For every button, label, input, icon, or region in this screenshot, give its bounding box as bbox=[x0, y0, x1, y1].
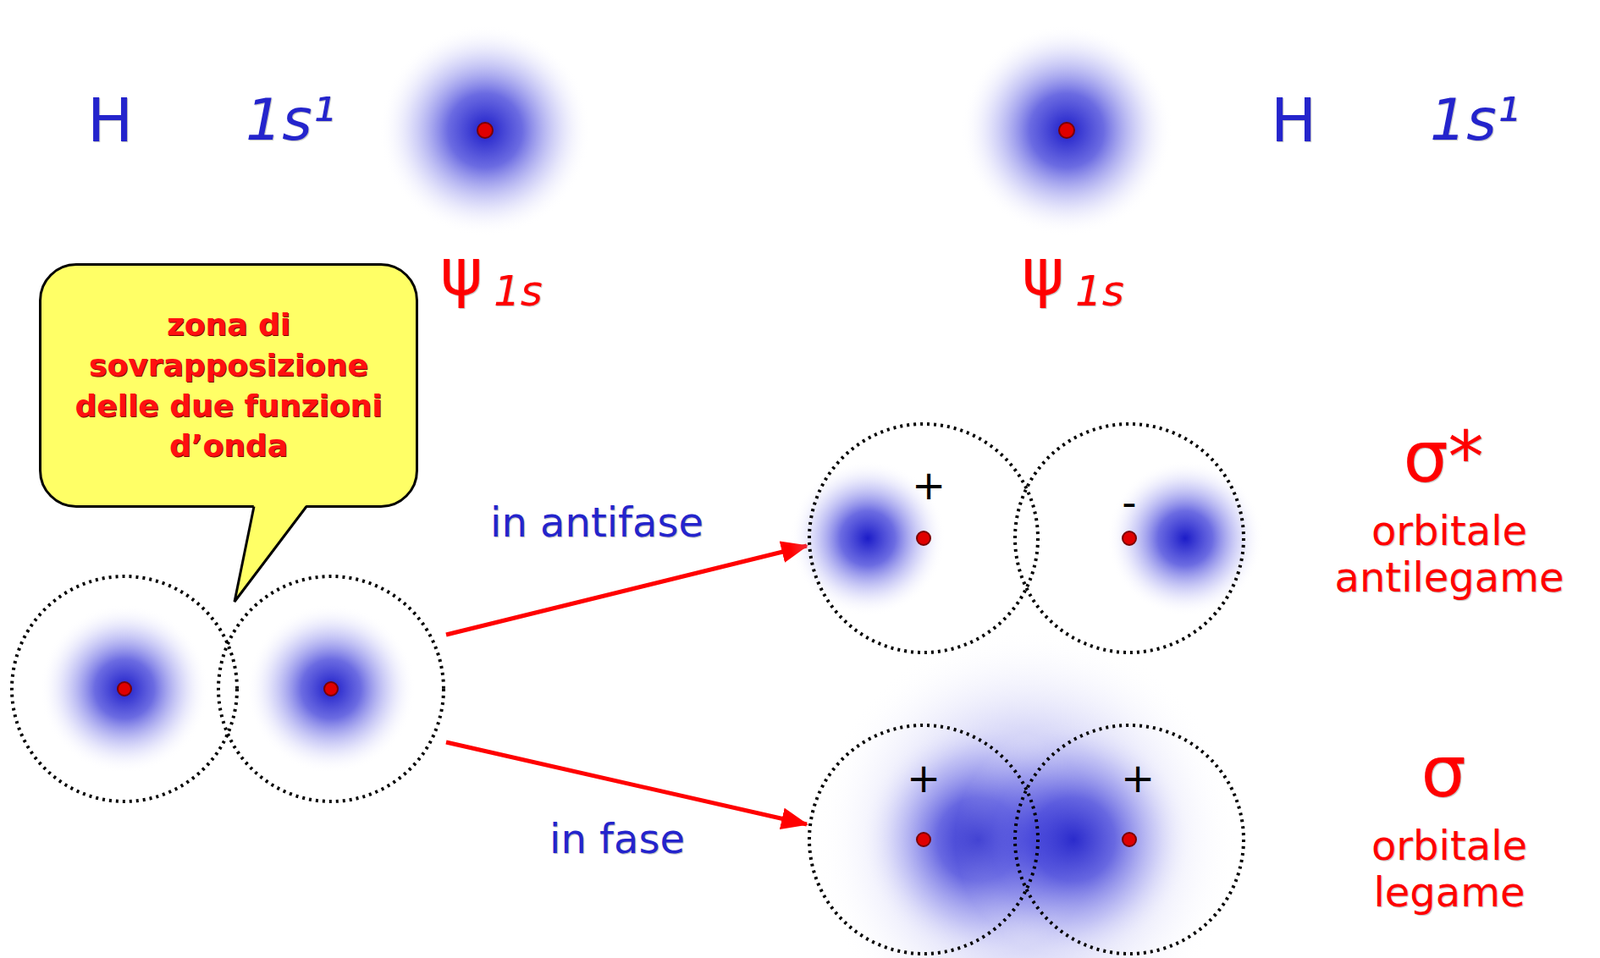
orbital-drawing bbox=[809, 725, 1244, 955]
orbital-drawing bbox=[11, 576, 444, 802]
electron-cloud bbox=[960, 24, 1173, 237]
orbital-boundary bbox=[218, 576, 444, 802]
arrow-connector bbox=[446, 546, 807, 635]
element-symbol: H bbox=[87, 85, 133, 156]
wavefunction-subscript: 1s bbox=[1075, 267, 1125, 317]
nucleus bbox=[916, 531, 931, 546]
callout-box: zona di sovrapposizione delle due funzio… bbox=[38, 263, 419, 508]
nucleus bbox=[477, 122, 493, 138]
orbital-boundary bbox=[809, 725, 1038, 955]
wavefunction-subscript: 1s bbox=[493, 267, 543, 317]
atomic-orbital-pair bbox=[11, 576, 444, 802]
callout-tail bbox=[234, 505, 307, 603]
orbital-name: orbitale legame bbox=[1305, 822, 1594, 916]
nucleus bbox=[1059, 122, 1075, 138]
nucleus bbox=[1122, 833, 1137, 847]
electron-cloud bbox=[789, 460, 946, 617]
wavefunction-symbol: ψ bbox=[440, 235, 483, 309]
wavefunction-symbol: ψ bbox=[1021, 235, 1065, 309]
connector-label: in fase bbox=[546, 816, 689, 863]
electron-cloud bbox=[39, 604, 210, 774]
element-symbol: H bbox=[1270, 85, 1317, 156]
orbital-boundary bbox=[1015, 725, 1244, 955]
electron-cloud bbox=[954, 721, 1192, 958]
arrow-connector bbox=[446, 742, 807, 825]
phase-sign: + bbox=[1120, 757, 1155, 799]
electron-cloud bbox=[379, 24, 591, 237]
orbital-symbol: σ* bbox=[1402, 416, 1484, 499]
orbital-name: orbitale antilegame bbox=[1305, 507, 1594, 602]
connector-label: in antifase bbox=[486, 499, 707, 547]
antibonding-orbital: +- bbox=[809, 424, 1244, 653]
bonding-orbital: ++ bbox=[809, 725, 1244, 955]
callout-tail-outline bbox=[234, 507, 307, 603]
orbital-boundary bbox=[1015, 424, 1244, 653]
nucleus bbox=[324, 682, 338, 696]
electron-cloud bbox=[246, 604, 416, 774]
orbital-boundary bbox=[11, 576, 238, 802]
nucleus bbox=[117, 682, 132, 696]
orbital-boundary bbox=[809, 424, 1038, 653]
nucleus bbox=[916, 833, 931, 847]
phase-sign: + bbox=[911, 464, 946, 506]
electron-configuration: 1s¹ bbox=[245, 87, 336, 154]
nucleus bbox=[1122, 531, 1137, 546]
orbital-symbol: σ bbox=[1420, 731, 1466, 814]
callout-text: zona di sovrapposizione delle due funzio… bbox=[61, 304, 396, 466]
electron-configuration: 1s¹ bbox=[1429, 87, 1520, 154]
phase-sign: - bbox=[1121, 481, 1137, 523]
electron-cloud bbox=[1107, 460, 1264, 617]
orbital-drawing bbox=[809, 424, 1244, 653]
phase-sign: + bbox=[906, 757, 941, 799]
